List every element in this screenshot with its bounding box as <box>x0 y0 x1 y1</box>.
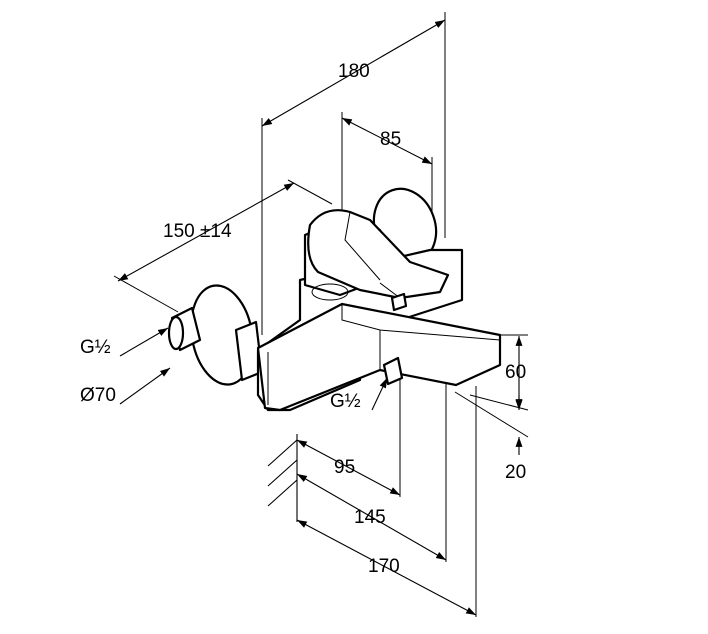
dim-150-label: 150 ±14 <box>163 221 232 242</box>
dim-85-label: 85 <box>380 129 402 150</box>
dimension-lines <box>117 19 523 616</box>
dim-85 <box>341 117 433 165</box>
dim-20-label: 20 <box>505 462 527 483</box>
escutcheon-diameter-label: Ø70 <box>80 385 116 406</box>
dim-145-label: 145 <box>354 507 386 528</box>
dim-150 <box>117 182 295 282</box>
mixer-body <box>167 187 502 412</box>
dim-180-label: 180 <box>338 61 370 82</box>
dim-180 <box>261 19 446 127</box>
wall-hatch <box>267 434 298 522</box>
dim-170 <box>296 519 477 616</box>
dim-60-label: 60 <box>505 362 527 383</box>
dim-170-label: 170 <box>368 556 400 577</box>
outlet-thread-label: G½ <box>330 391 361 412</box>
inlet-thread-label: G½ <box>80 337 111 358</box>
dim-95-label: 95 <box>334 457 356 478</box>
